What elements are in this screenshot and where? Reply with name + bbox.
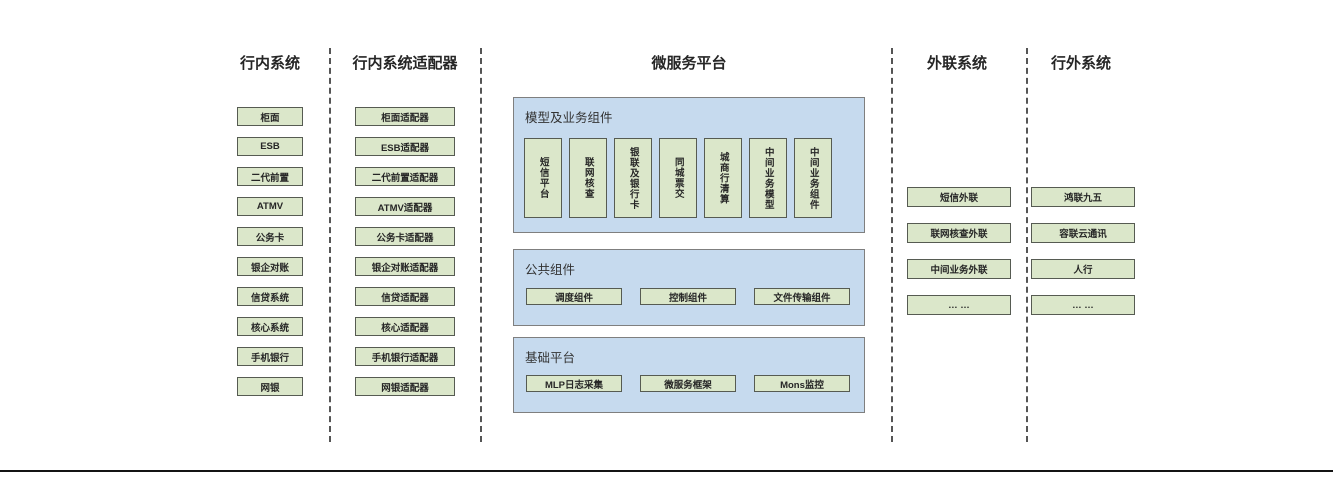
bottom-rule: [0, 470, 1333, 472]
system-node: 银企对账: [237, 257, 303, 276]
panel-label: 模型及业务组件: [525, 111, 613, 125]
dashed-separator: [891, 48, 893, 442]
panel-label: 公共组件: [525, 263, 576, 277]
outreach-systems-column: 短信外联 联网核查外联 中间业务外联 … …: [907, 187, 1011, 315]
component-node: 银联及银行卡: [614, 138, 652, 218]
component-node: 微服务框架: [640, 375, 736, 392]
external-systems-column: 鸿联九五 容联云通讯 人行 … …: [1031, 187, 1135, 315]
system-node: 中间业务外联: [907, 259, 1011, 279]
adapters-column: 柜面适配器 ESB适配器 二代前置适配器 ATMV适配器 公务卡适配器 银企对账…: [355, 107, 455, 396]
component-node-label: 同城票交: [672, 157, 684, 199]
system-node: ATMV: [237, 197, 303, 216]
component-node: 联网核查: [569, 138, 607, 218]
adapter-node: 柜面适配器: [355, 107, 455, 126]
component-node: 中间业务模型: [749, 138, 787, 218]
system-node: 短信外联: [907, 187, 1011, 207]
adapter-node: 信贷适配器: [355, 287, 455, 306]
adapter-node: ATMV适配器: [355, 197, 455, 216]
adapter-node: 手机银行适配器: [355, 347, 455, 366]
system-node: 柜面: [237, 107, 303, 126]
component-node: 控制组件: [640, 288, 736, 305]
column-title-microservice-platform: 微服务平台: [651, 55, 727, 72]
panel-base-platform: 基础平台 MLP日志采集 微服务框架 Mons监控: [513, 337, 865, 413]
column-title-external-systems: 行外系统: [1050, 55, 1111, 72]
adapter-node: 二代前置适配器: [355, 167, 455, 186]
system-node: ESB: [237, 137, 303, 156]
component-node: Mons监控: [754, 375, 850, 392]
inner-systems-column: 柜面 ESB 二代前置 ATMV 公务卡 银企对账 信贷系统 核心系统 手机银行…: [237, 107, 303, 396]
panel-model-business-components: 模型及业务组件 短信平台 联网核查 银联及银行卡 同城票交 城商行清算 中间业务…: [513, 97, 865, 233]
system-node: 公务卡: [237, 227, 303, 246]
component-node: 中间业务组件: [794, 138, 832, 218]
dashed-separator: [1026, 48, 1028, 442]
system-node: 手机银行: [237, 347, 303, 366]
component-node-label: 短信平台: [537, 157, 549, 199]
component-node: 城商行清算: [704, 138, 742, 218]
dashed-separator: [329, 48, 331, 442]
system-node: 联网核查外联: [907, 223, 1011, 243]
horizontal-node-row: MLP日志采集 微服务框架 Mons监控: [526, 375, 850, 392]
system-node: 容联云通讯: [1031, 223, 1135, 243]
component-node-label: 城商行清算: [717, 151, 729, 205]
adapter-node: 核心适配器: [355, 317, 455, 336]
column-title-inner-systems: 行内系统: [239, 55, 300, 72]
column-title-adapters: 行内系统适配器: [352, 55, 458, 72]
system-node: 人行: [1031, 259, 1135, 279]
panel-common-components: 公共组件 调度组件 控制组件 文件传输组件: [513, 249, 865, 326]
component-node: 文件传输组件: [754, 288, 850, 305]
adapter-node: ESB适配器: [355, 137, 455, 156]
system-node: 二代前置: [237, 167, 303, 186]
component-node-label: 银联及银行卡: [627, 146, 639, 210]
horizontal-node-row: 调度组件 控制组件 文件传输组件: [526, 288, 850, 305]
system-node: 核心系统: [237, 317, 303, 336]
column-title-outreach-systems: 外联系统: [926, 55, 987, 72]
component-node-label: 联网核查: [582, 157, 594, 199]
system-node: … …: [907, 295, 1011, 315]
component-node: MLP日志采集: [526, 375, 622, 392]
component-node-label: 中间业务组件: [807, 146, 819, 210]
adapter-node: 银企对账适配器: [355, 257, 455, 276]
system-node: 鸿联九五: [1031, 187, 1135, 207]
component-node: 调度组件: [526, 288, 622, 305]
component-node-label: 中间业务模型: [762, 146, 774, 210]
adapter-node: 网银适配器: [355, 377, 455, 396]
component-node: 短信平台: [524, 138, 562, 218]
dashed-separator: [480, 48, 482, 442]
panel-label: 基础平台: [525, 351, 576, 365]
system-node: 网银: [237, 377, 303, 396]
adapter-node: 公务卡适配器: [355, 227, 455, 246]
component-node: 同城票交: [659, 138, 697, 218]
system-node: 信贷系统: [237, 287, 303, 306]
system-node: … …: [1031, 295, 1135, 315]
vertical-node-row: 短信平台 联网核查 银联及银行卡 同城票交 城商行清算 中间业务模型 中间业务组…: [524, 138, 832, 218]
